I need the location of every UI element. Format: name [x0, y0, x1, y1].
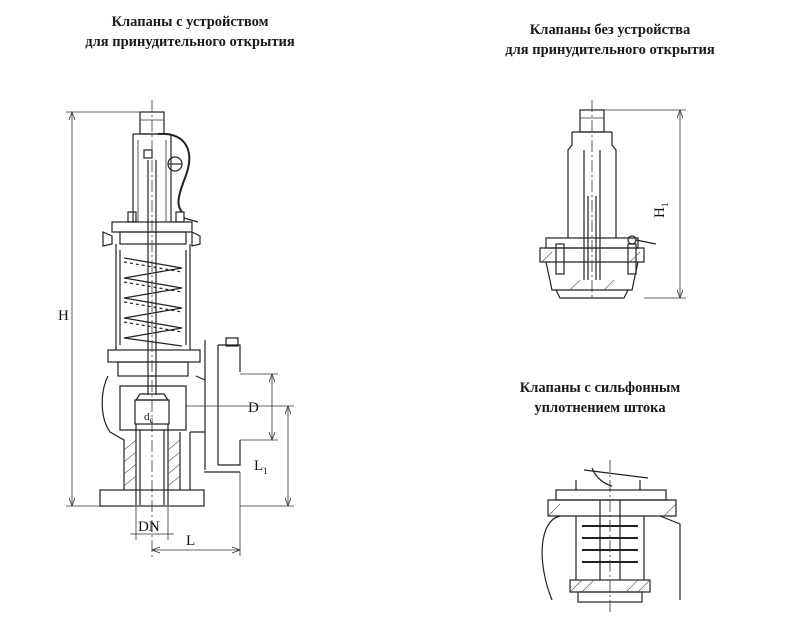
- bonnet-flange: [555, 489, 667, 501]
- lever-wire: [583, 467, 649, 487]
- bellows-seal-drawing: [541, 460, 681, 615]
- caption-line: для принудительного открытия: [505, 42, 715, 58]
- valve-stem: [583, 150, 601, 280]
- dimension-h1-sub: 1: [660, 203, 670, 208]
- dimension-h1-label: H1: [652, 203, 670, 218]
- caption-line: Клапаны с устройством: [111, 14, 269, 30]
- dimension-dc-main: d: [144, 411, 150, 423]
- dimension-h1-main: H: [652, 207, 668, 218]
- nozzle: [135, 424, 169, 505]
- dimension-dc-sub: c: [150, 415, 154, 425]
- inlet-flange: [99, 489, 205, 507]
- caption-valve-without-forced-opening-device: Клапаны без устройства для принудительно…: [460, 20, 760, 60]
- dimension-l1-label: L1: [254, 458, 268, 476]
- caption-line: уплотнением штока: [534, 400, 666, 416]
- caption-line: для принудительного открытия: [85, 34, 295, 50]
- caption-valve-with-forced-opening-device: Клапаны с устройством для принудительног…: [40, 12, 340, 52]
- caption-valve-with-bellows-seal: Клапаны с сильфонным уплотнением штока: [470, 378, 730, 418]
- valve-without-lever-drawing: H1: [539, 100, 686, 300]
- spring: [123, 257, 183, 347]
- dimension-l1-sub: 1: [263, 466, 268, 476]
- bellows-housing: [575, 516, 645, 580]
- valve-stem: [599, 500, 621, 580]
- dimension-dn-label: DN: [138, 519, 160, 535]
- valve-stem: [147, 160, 157, 395]
- dimension-dc-label: dc: [144, 411, 154, 425]
- caption-line: Клапаны с сильфонным: [519, 380, 681, 396]
- spring-housing: [115, 244, 191, 350]
- valve-body: [101, 375, 206, 490]
- caption-line: Клапаны без устройства: [529, 22, 691, 38]
- outlet-flange: [204, 340, 219, 470]
- dimension-h-label: H: [58, 308, 69, 324]
- dimension-l-label: L: [186, 533, 195, 549]
- lever-arm: [157, 132, 191, 213]
- dimension-d-label: D: [248, 400, 259, 416]
- dimension-l1-main: L: [254, 458, 263, 474]
- valve-with-lever-drawing: H D L1 DN L dc: [58, 100, 294, 560]
- valve-body: [541, 515, 681, 601]
